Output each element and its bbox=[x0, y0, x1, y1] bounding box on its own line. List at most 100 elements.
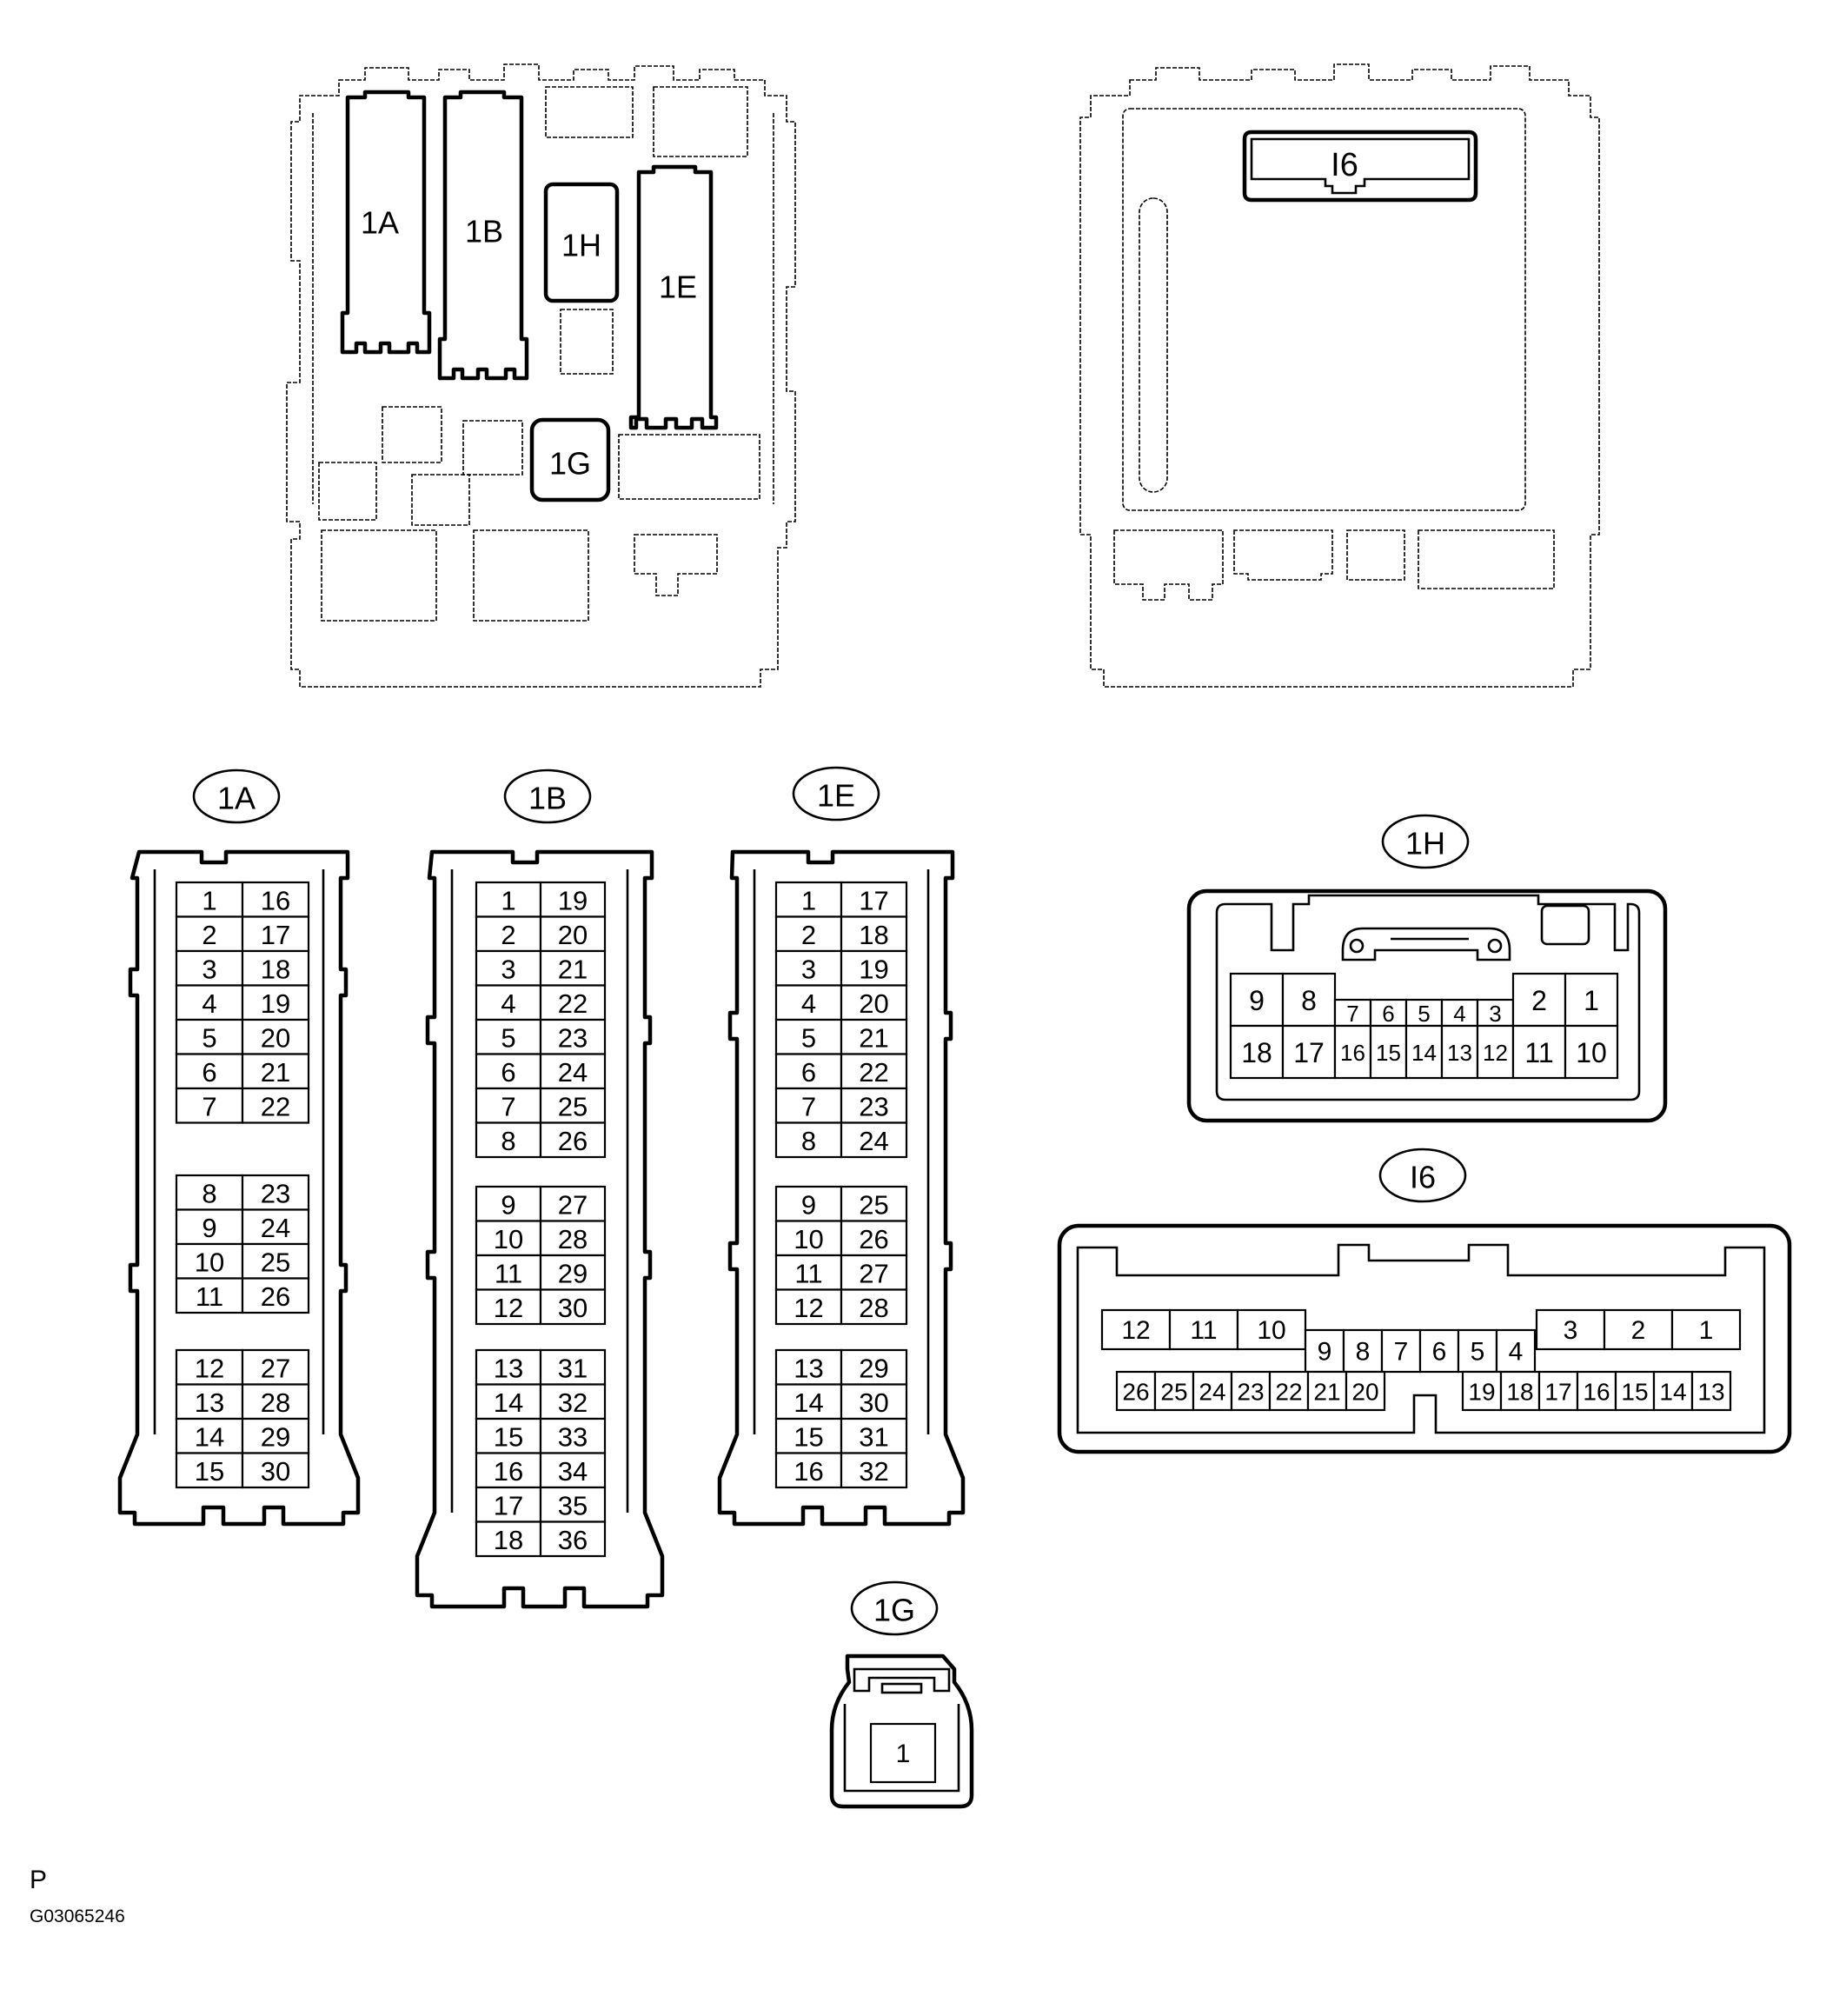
pin-number: 8 bbox=[202, 1178, 216, 1208]
pin-cell bbox=[840, 1452, 908, 1489]
pin-cell bbox=[539, 915, 607, 953]
pin-number: 21 bbox=[859, 1022, 888, 1053]
pin-cell bbox=[175, 1053, 244, 1090]
junction-slot bbox=[321, 529, 437, 622]
pin-cell bbox=[1499, 1370, 1541, 1412]
pin-number: 20 bbox=[1351, 1379, 1378, 1406]
pin-cell bbox=[241, 915, 310, 953]
ecu-slot bbox=[1139, 197, 1168, 493]
ecu-port bbox=[1233, 529, 1333, 581]
pin-cell bbox=[840, 1121, 908, 1159]
pin-number: 1 bbox=[1584, 985, 1599, 1016]
overview-label-1B: 1B bbox=[465, 214, 503, 250]
pin-cell bbox=[1564, 1024, 1619, 1080]
connector-1A bbox=[117, 849, 361, 1527]
pin-number: 22 bbox=[261, 1091, 290, 1121]
pin-number: 15 bbox=[1621, 1379, 1648, 1406]
pin-number: 12 bbox=[494, 1293, 523, 1323]
pin-number: 7 bbox=[501, 1091, 515, 1121]
junction-slot bbox=[560, 309, 614, 375]
overview-1H-outline bbox=[543, 182, 620, 303]
pin-number: 4 bbox=[801, 988, 816, 1019]
pin-number: 24 bbox=[1199, 1379, 1225, 1406]
pin-cell bbox=[840, 881, 908, 918]
pin-cell bbox=[1281, 1024, 1337, 1080]
pin-cell bbox=[539, 1520, 607, 1558]
pin-number: 34 bbox=[558, 1456, 588, 1487]
pin-cell bbox=[539, 1452, 607, 1489]
pin-number: 18 bbox=[494, 1525, 523, 1555]
pin-cell bbox=[840, 1383, 908, 1421]
pin-cell bbox=[1537, 1370, 1579, 1412]
junction-slot bbox=[653, 86, 748, 157]
pin-number: 32 bbox=[859, 1456, 888, 1487]
pin-number: 22 bbox=[1275, 1379, 1302, 1406]
pin-cell bbox=[1535, 1308, 1606, 1351]
pin-cell bbox=[475, 984, 542, 1021]
pin-number: 4 bbox=[1509, 1338, 1524, 1367]
pin-number: 17 bbox=[1293, 1037, 1325, 1068]
pin-number: 2 bbox=[202, 920, 216, 950]
pin-number: 10 bbox=[494, 1224, 523, 1254]
label-1A: 1A bbox=[217, 781, 256, 816]
pin-number: 18 bbox=[1241, 1037, 1272, 1068]
pin-cell bbox=[1115, 1370, 1157, 1412]
pin-cell bbox=[1306, 1370, 1348, 1412]
pin-cell bbox=[1576, 1370, 1617, 1412]
connector-1B bbox=[415, 849, 665, 1609]
pin-cell bbox=[840, 1018, 908, 1055]
pin-number: 26 bbox=[859, 1224, 888, 1254]
pin-cell bbox=[241, 1417, 310, 1454]
overview-1E-outline bbox=[628, 164, 719, 430]
pin-number: 13 bbox=[794, 1353, 823, 1383]
connector-1H bbox=[1186, 888, 1668, 1123]
junction-slot bbox=[545, 86, 634, 138]
pin-cell bbox=[840, 1185, 908, 1222]
pin-number: 24 bbox=[859, 1126, 888, 1156]
pin-cell bbox=[475, 1053, 542, 1090]
pin-number: 9 bbox=[202, 1213, 216, 1243]
pin-number: 31 bbox=[859, 1421, 888, 1452]
pin-cell bbox=[241, 1277, 310, 1314]
pin-number: 13 bbox=[1697, 1379, 1724, 1406]
ecu-overview: I6 bbox=[1079, 63, 1600, 688]
pin-number: 13 bbox=[195, 1387, 224, 1418]
pin-cell bbox=[774, 1383, 843, 1421]
pin-number: 3 bbox=[1564, 1316, 1578, 1345]
pin-cell bbox=[539, 984, 607, 1021]
pin-number: 5 bbox=[1418, 1001, 1430, 1027]
pin-cell bbox=[241, 881, 310, 918]
pin-cell bbox=[774, 1452, 843, 1489]
pin-cell bbox=[475, 1288, 542, 1326]
pin-cell bbox=[840, 1220, 908, 1257]
pin-number: 2 bbox=[1631, 1316, 1646, 1345]
pin-number: 32 bbox=[558, 1387, 588, 1418]
pin-cell bbox=[241, 1087, 310, 1124]
pin-cell bbox=[475, 1452, 542, 1489]
ecu-outline bbox=[1079, 63, 1600, 688]
pin-number: 25 bbox=[558, 1091, 588, 1121]
pin-cell bbox=[1652, 1370, 1694, 1412]
pin-cell bbox=[175, 1383, 244, 1421]
pin-cell bbox=[1369, 1024, 1408, 1080]
pin-number: 27 bbox=[261, 1353, 290, 1383]
pin-cell bbox=[241, 1452, 310, 1489]
pin-cell bbox=[1345, 1370, 1386, 1412]
pin-number: 15 bbox=[1376, 1040, 1401, 1066]
overview-1B-outline bbox=[437, 90, 529, 381]
pin-number: 24 bbox=[261, 1213, 290, 1243]
pin-cell bbox=[1168, 1308, 1239, 1351]
pin-number: 16 bbox=[494, 1456, 523, 1487]
pin-number: 25 bbox=[1160, 1379, 1187, 1406]
pin-number: 18 bbox=[1506, 1379, 1533, 1406]
pin-cell bbox=[1192, 1370, 1233, 1412]
pin-number: 25 bbox=[261, 1247, 290, 1277]
pin-cell bbox=[539, 1383, 607, 1421]
pin-number: 6 bbox=[1432, 1338, 1447, 1367]
pin-number: 7 bbox=[1346, 1001, 1358, 1027]
pin-number: 3 bbox=[501, 954, 515, 984]
junction-slot bbox=[382, 406, 442, 463]
pin-number: 4 bbox=[1453, 1001, 1465, 1027]
